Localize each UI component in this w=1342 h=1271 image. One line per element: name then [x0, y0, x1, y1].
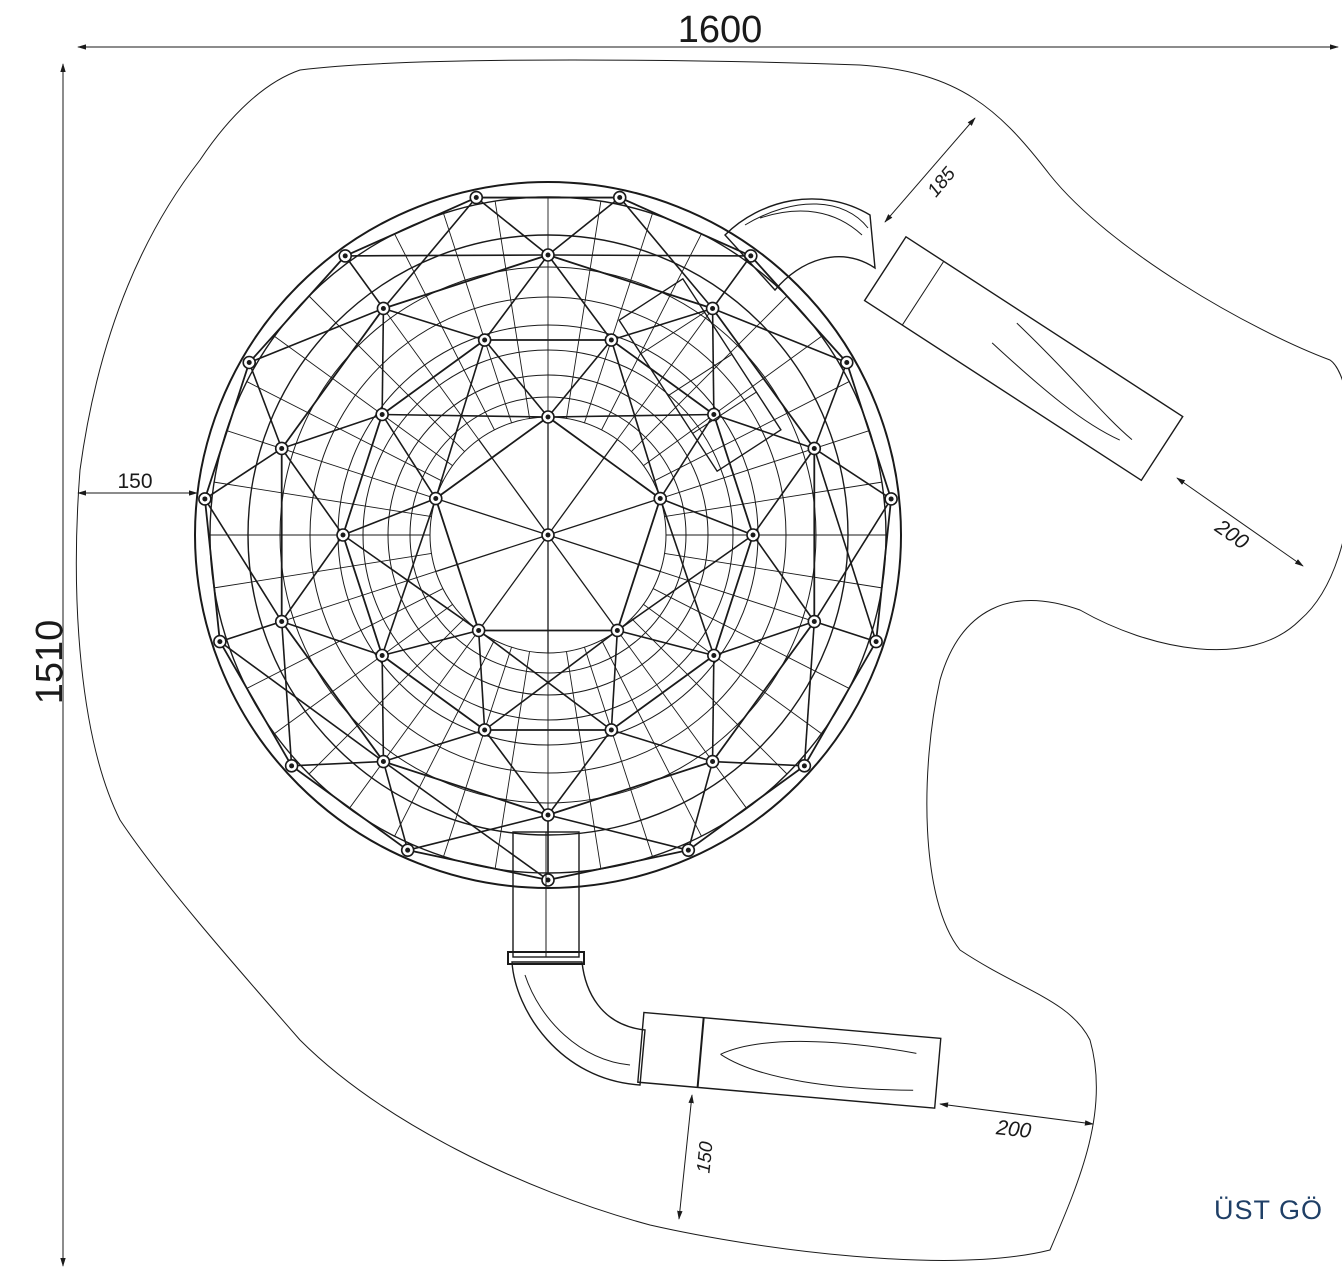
left-clearance-label: 150: [117, 470, 152, 493]
left-clearance-dimension: 150: [77, 470, 198, 496]
slide1-end-dimension: 200: [1176, 477, 1304, 567]
slide1-end-label: 200: [1210, 515, 1253, 555]
slide2-end-dimension: 200: [939, 1102, 1094, 1143]
view-title: ÜST GÖ: [1214, 1195, 1324, 1225]
overall-width-label: 1600: [678, 9, 763, 51]
slide2-side-dimension: 150: [677, 1094, 718, 1220]
overall-width-dimension: 1600: [77, 9, 1339, 51]
overall-height-label: 1510: [29, 620, 71, 705]
slide1-side-label: 185: [924, 163, 961, 201]
overall-height-dimension: 1510: [29, 63, 71, 1267]
tube-slide-upper: [618, 198, 1184, 482]
slide2-end-label: 200: [994, 1116, 1033, 1143]
slide1-side-dimension: 185: [884, 117, 976, 223]
climbing-dome: [194, 181, 902, 889]
safety-zone-outline: [75, 59, 1342, 1261]
slide2-side-label: 150: [693, 1140, 717, 1174]
tube-slide-lower: [507, 831, 942, 1109]
